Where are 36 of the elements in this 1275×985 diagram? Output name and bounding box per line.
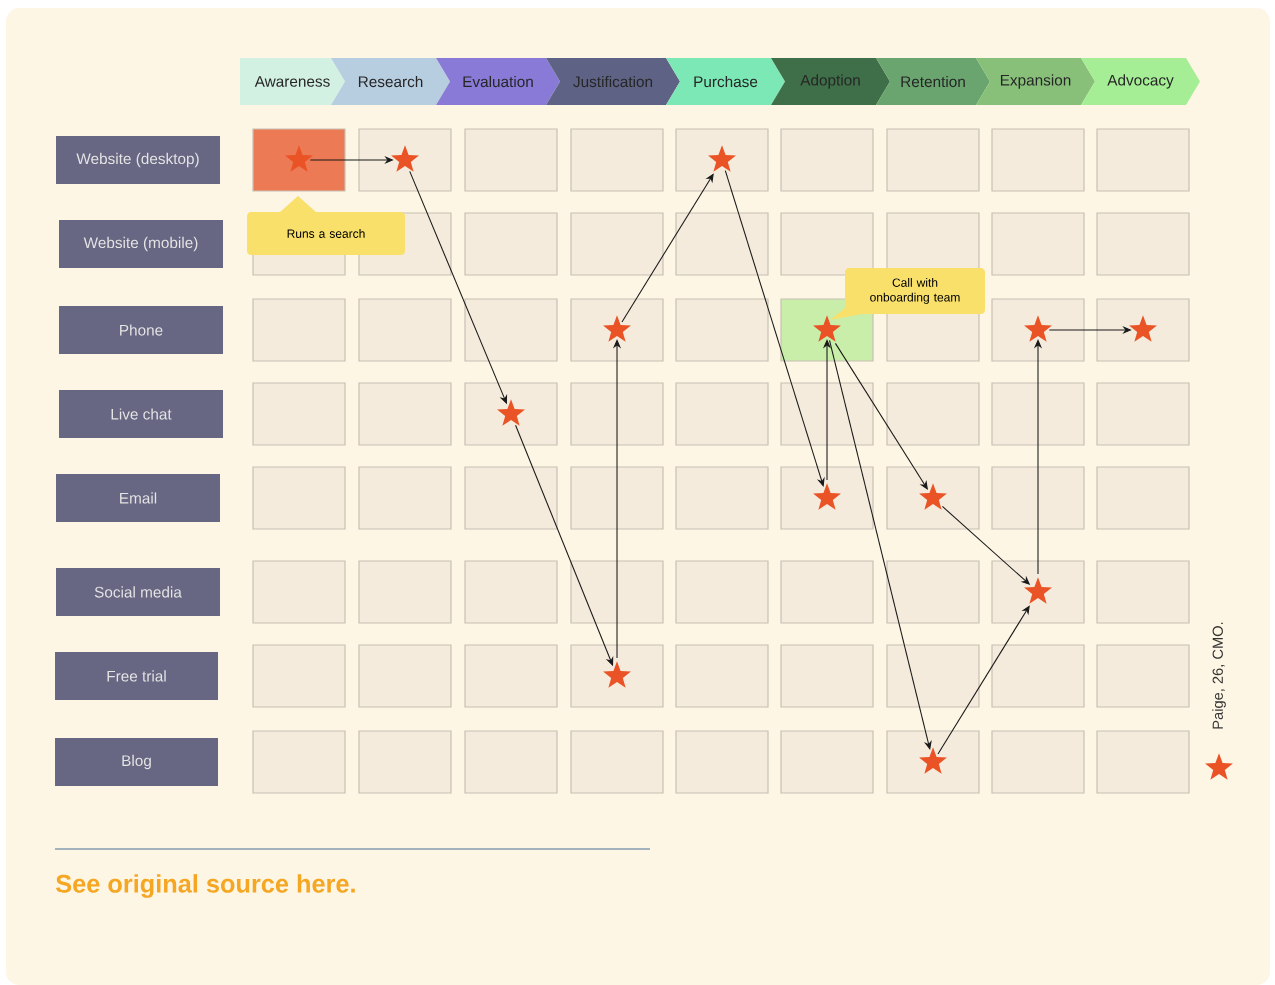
star — [1024, 577, 1052, 604]
stage-band: Expansion — [976, 58, 1095, 105]
channel-label: Email — [56, 474, 220, 522]
stage-band: Evaluation — [436, 58, 560, 105]
star — [919, 483, 947, 510]
star — [391, 145, 419, 172]
star — [603, 661, 631, 688]
channel-label: Website (mobile) — [59, 220, 223, 268]
star — [603, 315, 631, 342]
star — [813, 315, 841, 342]
legend-text: Paige, 26, CMO. — [1212, 622, 1226, 729]
channel-label: Live chat — [59, 390, 223, 438]
channel-label: Phone — [59, 306, 223, 354]
star — [919, 747, 947, 774]
arrow — [621, 173, 714, 323]
stage-band: Retention — [876, 58, 990, 105]
star — [813, 483, 841, 510]
stage-band: Purchase — [666, 58, 785, 105]
stage-band: Adoption — [771, 58, 890, 105]
star — [708, 145, 736, 172]
callout: Call with onboarding team — [830, 268, 985, 320]
star — [1129, 315, 1157, 342]
stage-band: Research — [331, 58, 450, 105]
stage-band: Justification — [546, 58, 680, 105]
channel-label: Website (desktop) — [56, 136, 220, 184]
star — [497, 399, 525, 426]
star — [285, 145, 313, 172]
source-link: See original source here. — [56, 874, 355, 898]
stage-band: Awareness — [240, 58, 345, 105]
channel-label: Free trial — [55, 652, 218, 700]
arrow — [937, 605, 1030, 755]
callout: Runs a search — [247, 196, 405, 255]
star — [1024, 315, 1052, 342]
channel-label: Social media — [56, 568, 220, 616]
stage-band: Advocacy — [1081, 58, 1200, 105]
channel-label: Blog — [55, 738, 218, 786]
